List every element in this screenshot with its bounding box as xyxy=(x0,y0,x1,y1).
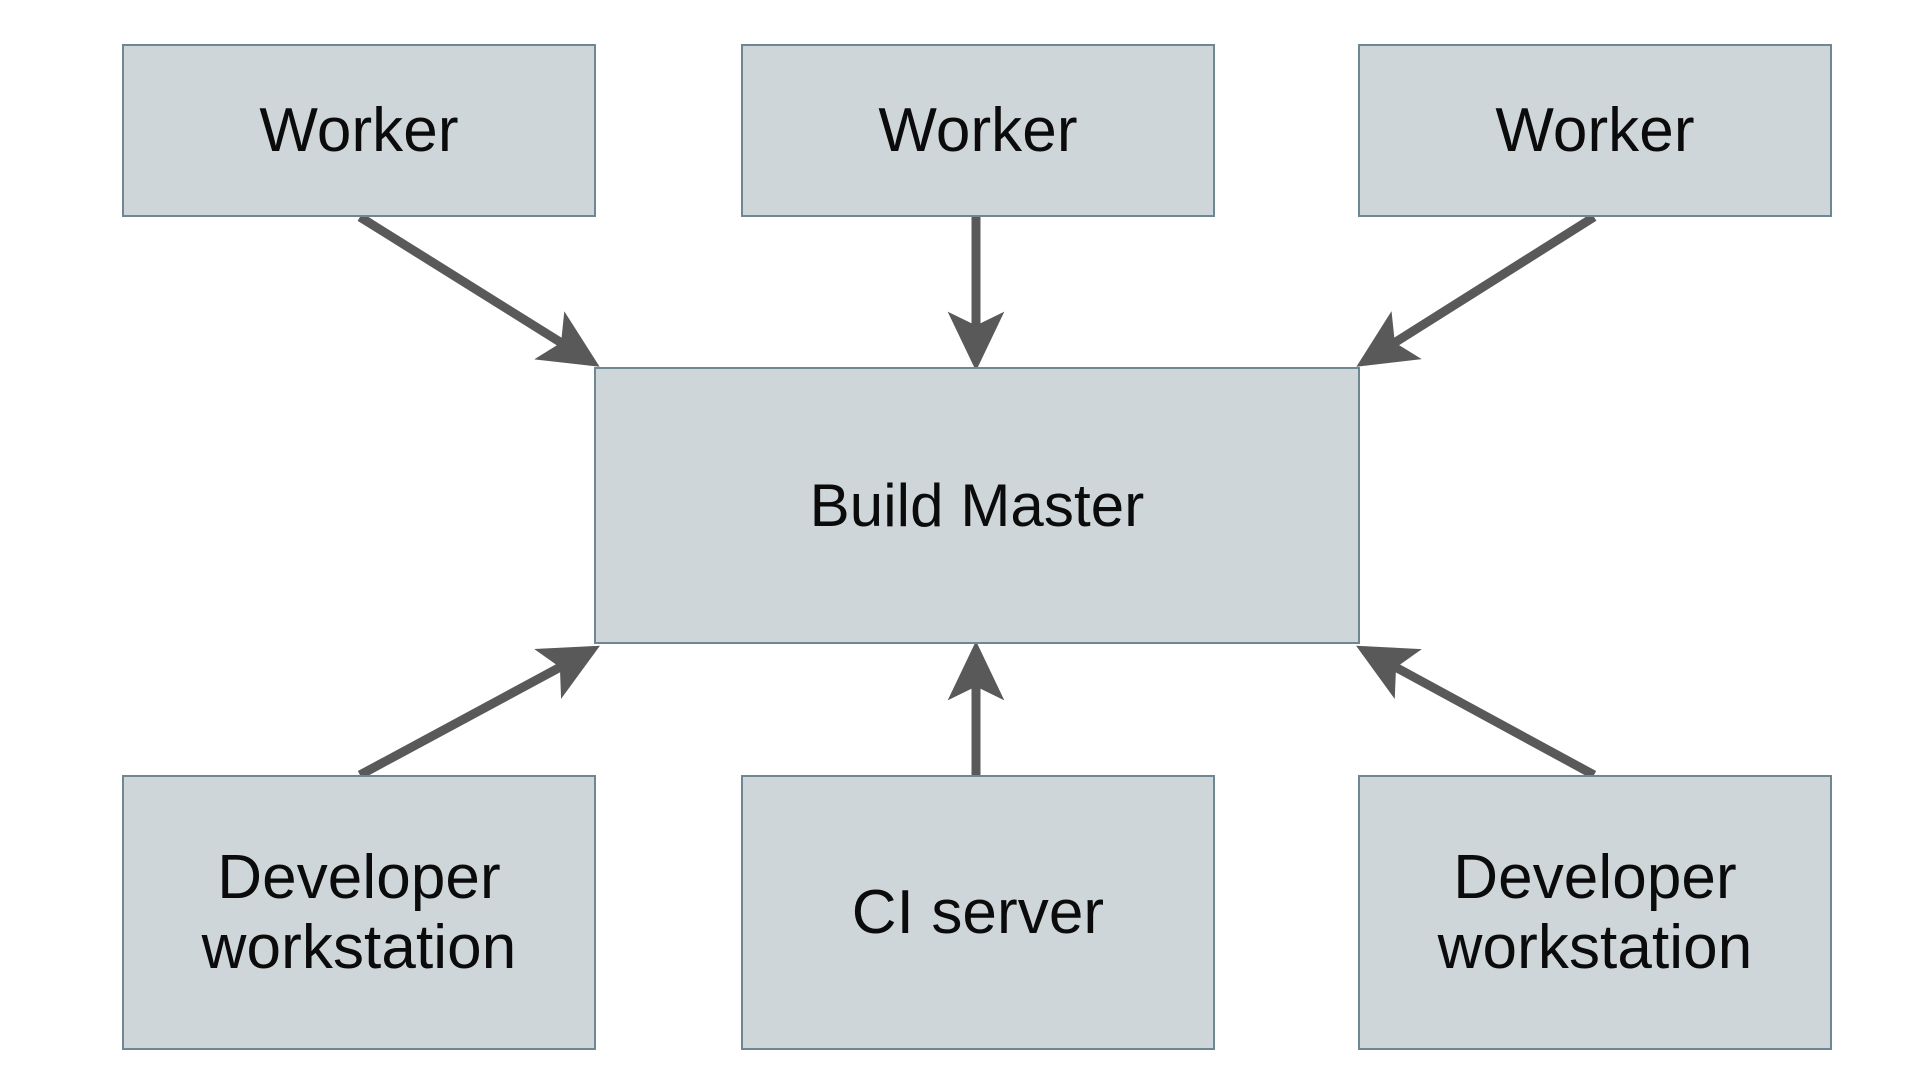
node-label: Worker xyxy=(259,95,459,165)
node-worker-left[interactable]: Worker xyxy=(122,44,596,217)
edge-dev-left-to-master xyxy=(357,645,600,779)
node-build-master[interactable]: Build Master xyxy=(594,367,1360,644)
node-label: CI server xyxy=(851,877,1105,947)
edge-worker-right-to-master xyxy=(1356,213,1597,367)
node-label: Worker xyxy=(878,95,1078,165)
node-developer-workstation-left[interactable]: Developer workstation xyxy=(122,775,596,1050)
node-ci-server[interactable]: CI server xyxy=(741,775,1215,1050)
node-label: Developer workstation xyxy=(201,843,517,982)
node-worker-right[interactable]: Worker xyxy=(1358,44,1832,217)
node-label: Build Master xyxy=(809,471,1145,539)
edge-dev-right-to-master xyxy=(1356,645,1597,779)
node-worker-center[interactable]: Worker xyxy=(741,44,1215,217)
node-developer-workstation-right[interactable]: Developer workstation xyxy=(1358,775,1832,1050)
edge-worker-left-to-master xyxy=(357,213,600,367)
node-label: Worker xyxy=(1495,95,1695,165)
node-label: Developer workstation xyxy=(1437,843,1753,982)
